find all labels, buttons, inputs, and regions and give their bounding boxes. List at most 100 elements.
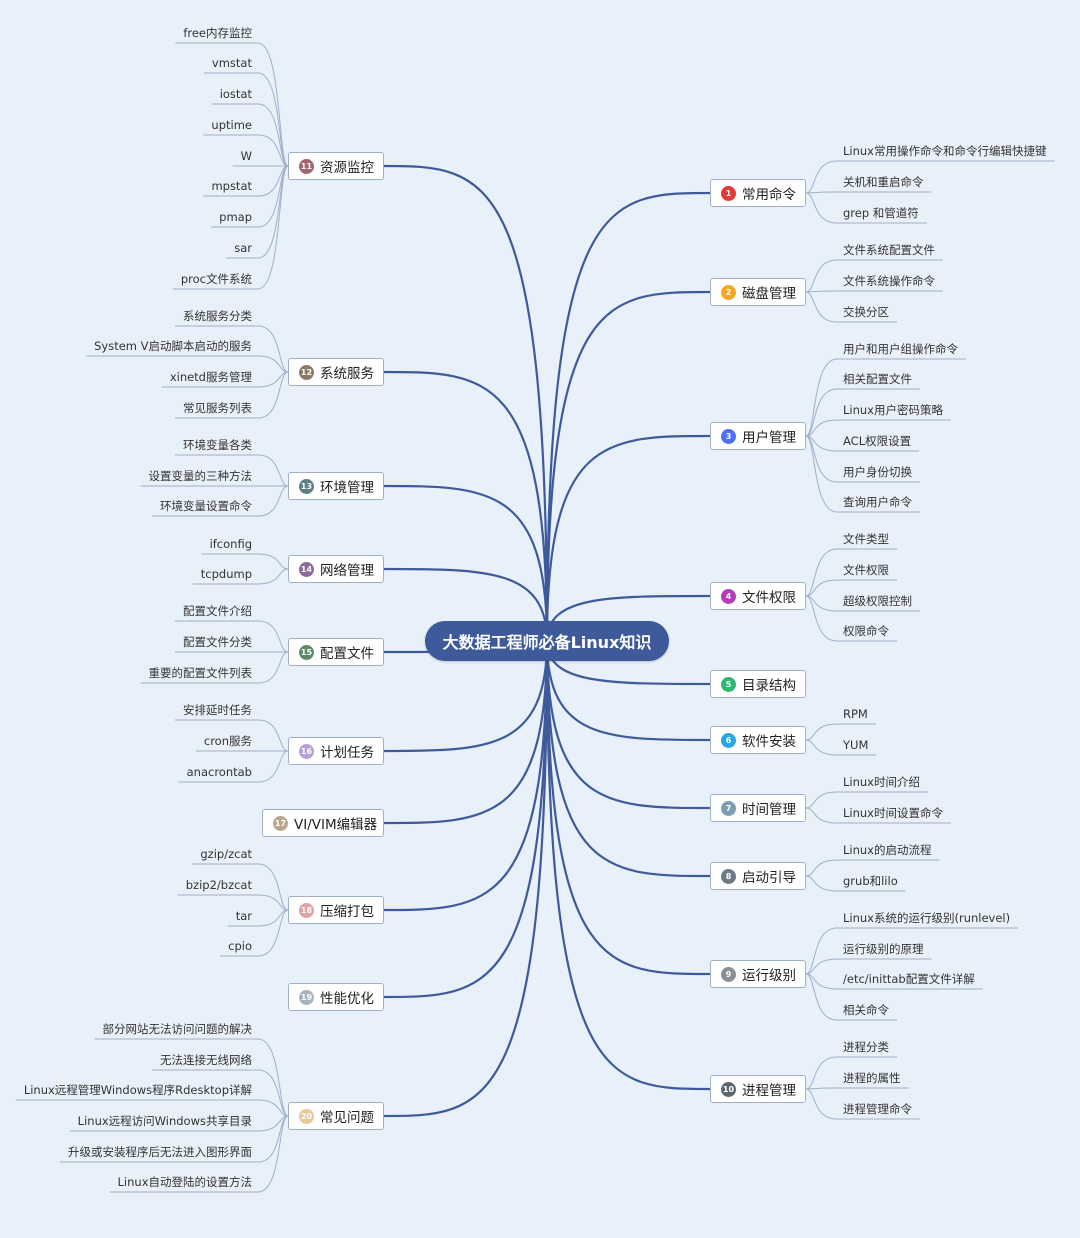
subtopic-item[interactable]: vmstat [211, 56, 252, 70]
branch-connector [383, 567, 549, 642]
subtopic-item[interactable]: Linux用户密码策略 [843, 403, 943, 417]
subtopic-item[interactable]: proc文件系统 [180, 272, 252, 286]
subtopic-item[interactable]: 配置文件分类 [183, 635, 252, 649]
subtopic-item[interactable]: Linux系统的运行级别(runlevel) [843, 911, 1011, 925]
subtopic-item[interactable]: 无法连接无线网络 [160, 1053, 252, 1067]
subtopic-item[interactable]: anacrontab [186, 765, 252, 779]
subtopic-item[interactable]: 文件系统操作命令 [843, 274, 935, 288]
subtopic-item[interactable]: 文件权限 [843, 563, 889, 577]
subtopic-item[interactable]: sar [234, 241, 252, 255]
subtopic-connector [175, 371, 289, 419]
subtopic-connector [109, 1115, 289, 1193]
subtopic-item[interactable]: 用户和用户组操作命令 [843, 342, 958, 356]
subtopic-item[interactable]: 部分网站无法访问问题的解决 [102, 1022, 253, 1036]
subtopic-connector [60, 1115, 289, 1163]
subtopic-item[interactable]: cpio [228, 939, 252, 953]
subtopic-item[interactable]: 文件类型 [843, 532, 889, 546]
subtopic-item[interactable]: Linux远程管理Windows程序Rdesktop详解 [23, 1083, 252, 1097]
subtopic-item[interactable]: 系统服务分类 [183, 309, 252, 323]
subtopic-connector [15, 1099, 289, 1117]
subtopic-item[interactable]: cron服务 [203, 734, 252, 748]
subtopic-item[interactable]: 超级权限控制 [843, 594, 912, 608]
topic-number-badge: 6 [721, 732, 736, 748]
subtopic-item[interactable]: grub和lilo [843, 874, 898, 888]
subtopic-item[interactable]: Linux远程访问Windows共享目录 [77, 1114, 252, 1128]
subtopic-item[interactable]: uptime [211, 118, 252, 132]
subtopic-item[interactable]: 相关命令 [843, 1003, 889, 1017]
subtopic-item[interactable]: tcpdump [200, 567, 252, 581]
subtopic-item[interactable]: grep 和管道符 [843, 206, 919, 220]
subtopic-item[interactable]: bzip2/bzcat [185, 878, 252, 892]
subtopic-item[interactable]: 相关配置文件 [843, 372, 912, 386]
subtopic-item[interactable]: W [240, 149, 252, 163]
subtopic-item[interactable]: 升级或安装程序后无法进入图形界面 [68, 1145, 252, 1159]
subtopic-item[interactable]: Linux时间介绍 [843, 775, 920, 789]
subtopic-item[interactable]: 常见服务列表 [183, 401, 252, 415]
subtopic-item[interactable]: 运行级别的原理 [843, 942, 924, 956]
subtopic-item[interactable]: Linux时间设置命令 [843, 806, 943, 820]
subtopic-item[interactable]: tar [235, 909, 252, 923]
subtopic-item[interactable]: free内存监控 [183, 26, 252, 40]
subtopic-connector [152, 485, 289, 517]
subtopic-item[interactable]: 环境变量设置命令 [160, 499, 252, 513]
subtopic-item[interactable]: System V启动脚本启动的服务 [94, 339, 252, 353]
subtopic-item[interactable]: 进程的属性 [843, 1071, 901, 1085]
topic-number-badge: 8 [721, 868, 736, 884]
subtopic-connector [805, 192, 927, 224]
subtopic-item[interactable]: 关机和重启命令 [843, 175, 924, 189]
subtopic-item[interactable]: pmap [219, 210, 252, 224]
subtopic-item[interactable]: 重要的配置文件列表 [148, 666, 253, 680]
subtopic-item[interactable]: mpstat [211, 179, 252, 193]
subtopic-item[interactable]: Linux自动登陆的设置方法 [117, 1175, 252, 1189]
subtopic-item[interactable]: ACL权限设置 [843, 434, 912, 448]
subtopic-item[interactable]: 进程管理命令 [843, 1102, 912, 1116]
subtopic-item[interactable]: 交换分区 [843, 305, 889, 319]
subtopic-item[interactable]: ifconfig [209, 537, 252, 551]
subtopic-connector [175, 325, 289, 373]
topic-label: 运行级别 [742, 968, 796, 984]
subtopic-connector [192, 863, 289, 911]
topic-number-badge: 13 [299, 478, 314, 494]
subtopic-item[interactable]: 权限命令 [843, 624, 889, 638]
subtopic-connector [805, 1088, 920, 1120]
central-topic[interactable]: 大数据工程师必备Linux知识 [425, 621, 669, 661]
subtopic-item[interactable]: 环境变量各类 [183, 438, 252, 452]
subtopic-connector [805, 259, 943, 293]
subtopic-item[interactable]: 查询用户命令 [843, 495, 912, 509]
subtopic-item[interactable]: Linux常用操作命令和命令行编辑快捷键 [843, 144, 1047, 158]
subtopic-item[interactable]: 用户身份切换 [843, 465, 912, 479]
subtopic-connector [805, 807, 951, 824]
subtopic-item[interactable]: /etc/inittab配置文件详解 [843, 972, 975, 986]
subtopic-item[interactable]: xinetd服务管理 [169, 370, 252, 384]
subtopic-item[interactable]: 安排延时任务 [183, 703, 252, 717]
subtopic-item[interactable]: 设置变量的三种方法 [148, 469, 253, 483]
subtopic-item[interactable]: 文件系统配置文件 [843, 243, 935, 257]
subtopic-item[interactable]: iostat [219, 87, 252, 101]
subtopic-item[interactable]: Linux的启动流程 [843, 843, 932, 857]
subtopic-item[interactable]: 配置文件介绍 [183, 604, 252, 618]
subtopic-item[interactable]: YUM [843, 738, 869, 752]
subtopic-item[interactable]: 进程分类 [843, 1040, 889, 1054]
subtopic-item[interactable]: RPM [843, 707, 868, 721]
subtopic-item[interactable]: gzip/zcat [200, 847, 252, 861]
